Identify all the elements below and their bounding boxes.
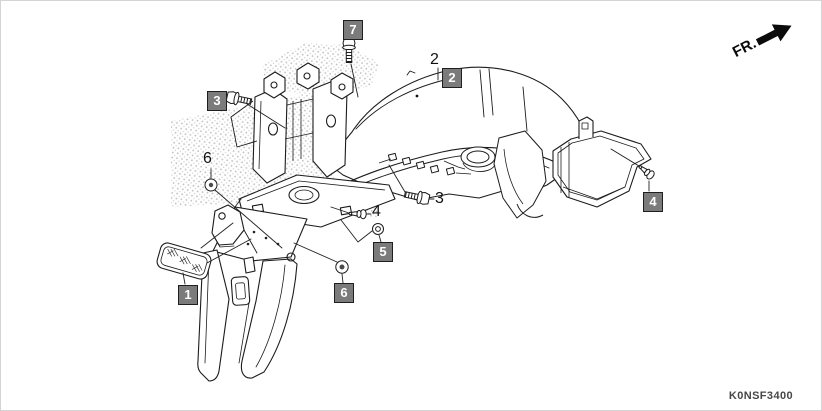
fr-label: FR. [730,35,759,61]
callout-label-3: 3 [435,190,444,207]
washer-6-lower [335,260,349,274]
callout-label-2: 2 [430,51,439,68]
rear-fender-b-mudflap [197,198,308,382]
callout-box-2[interactable]: 2 [442,68,462,88]
callout-box-3[interactable]: 3 [207,91,227,111]
fr-direction-marker: FR. [730,24,792,61]
leader-lines [182,63,650,285]
callout-box-1[interactable]: 1 [178,285,198,305]
callout-box-6[interactable]: 6 [334,283,354,303]
callout-label-4: 4 [372,203,381,220]
callout-box-7[interactable]: 7 [343,20,363,40]
diagram-part-code: K0NSF3400 [728,390,793,402]
inner-fender-tray [552,116,652,208]
callout-box-4[interactable]: 4 [643,192,663,212]
fender-collar-and-fin [378,130,547,219]
washer-6-upper [204,178,218,192]
fender-stay-bracket [230,62,396,228]
callout-box-5[interactable]: 5 [373,242,393,262]
nut-5 [372,223,384,235]
callout-label-6: 6 [203,150,212,167]
reflex-reflector [156,242,212,280]
fr-arrow-icon [755,24,792,46]
